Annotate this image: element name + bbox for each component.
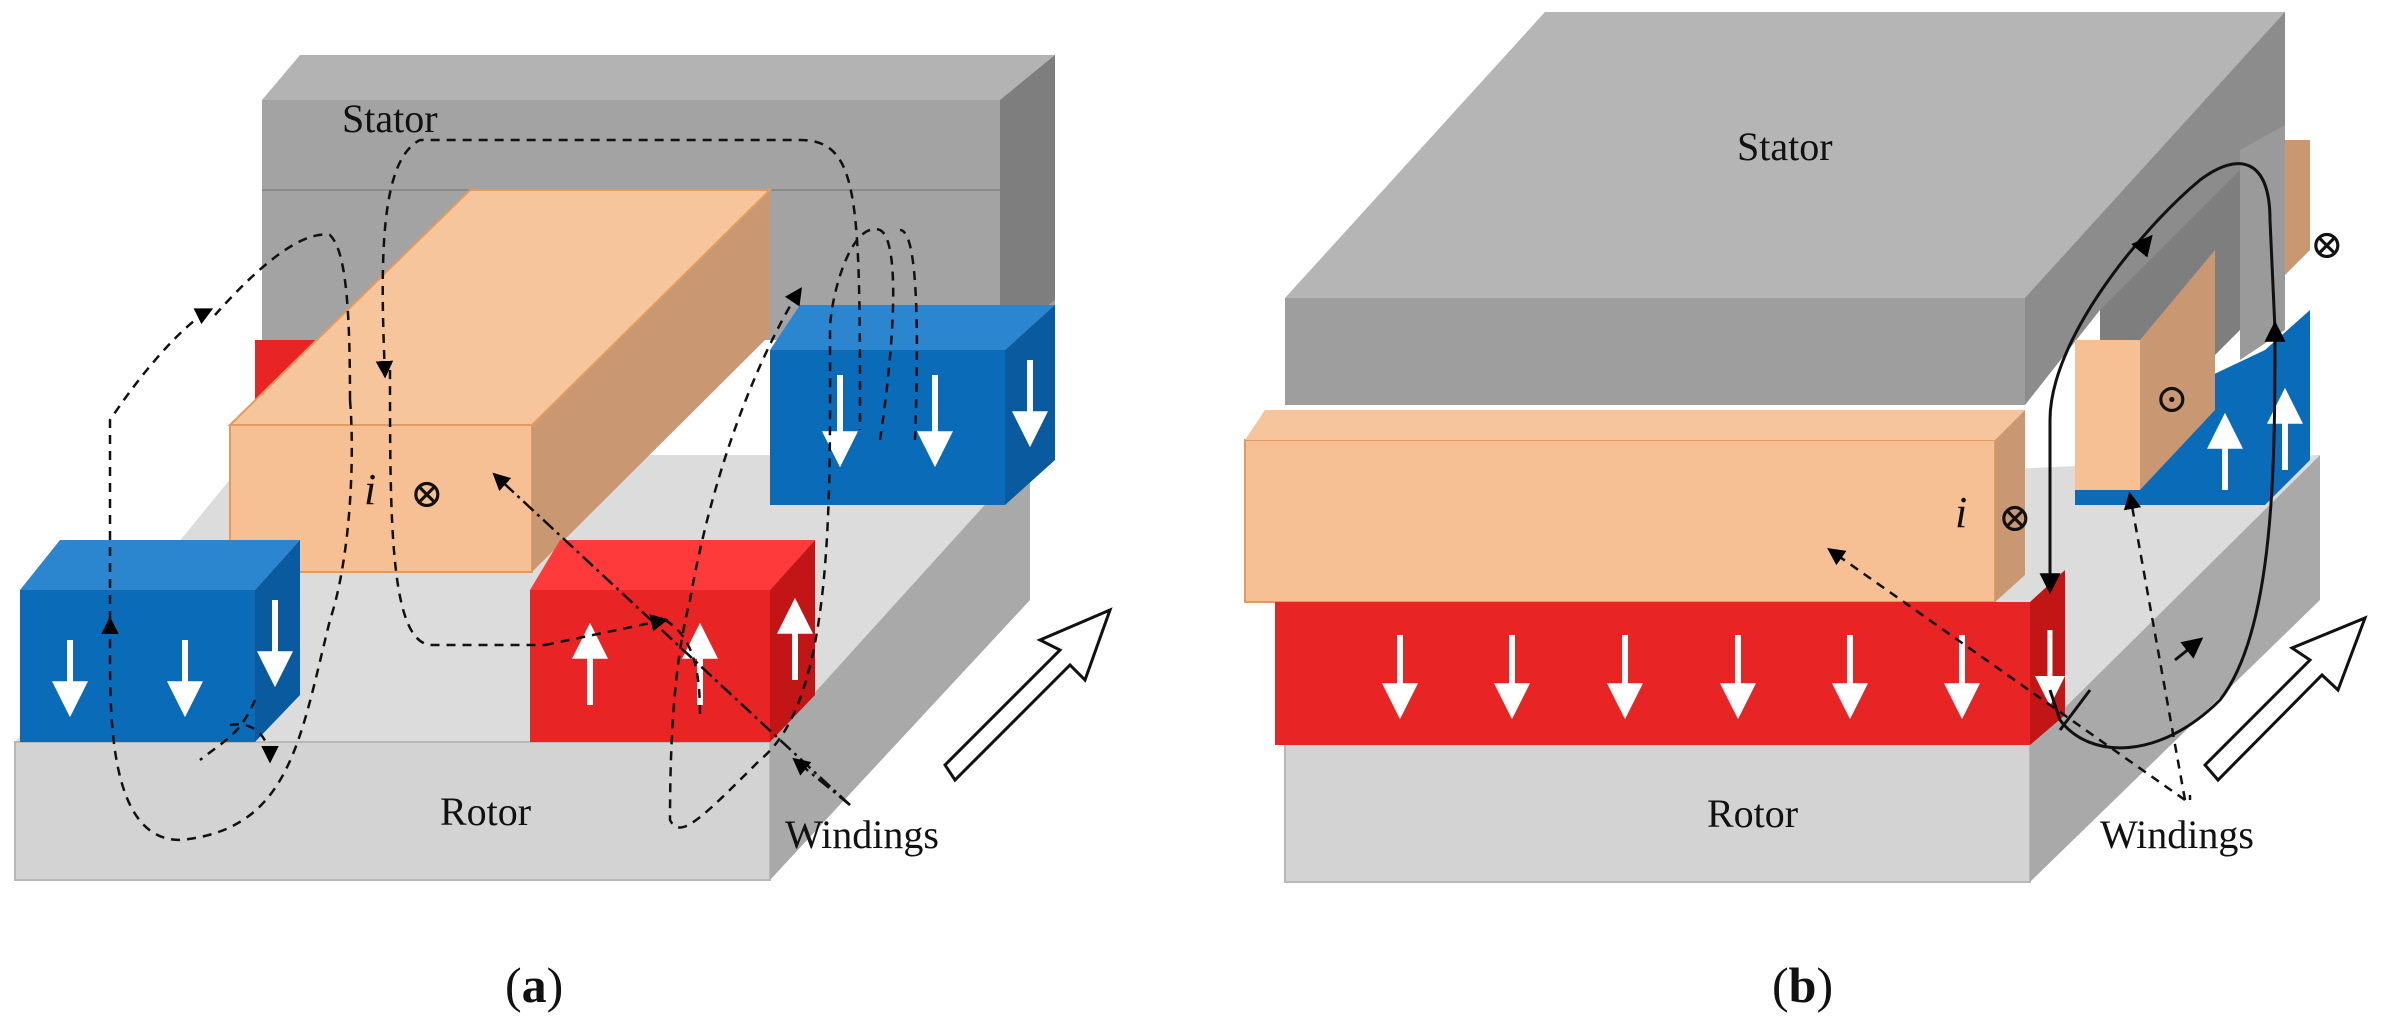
winding-front-b — [1244, 410, 2025, 603]
winding-pointers-a — [492, 472, 851, 806]
flux-paths-a — [101, 138, 919, 842]
caption-b: (b) — [1772, 957, 1833, 1013]
stator-label-a: Stator — [342, 96, 438, 141]
panel-a: Stator Rotor Windings i ⊗ (a) — [14, 55, 1113, 1013]
svg-text:(b): (b) — [1772, 957, 1833, 1013]
rotor-label-b: Rotor — [1707, 791, 1798, 836]
current-into-page-symbol-b: ⊗ — [1998, 495, 2032, 540]
magnet-front-left-blue-a — [20, 540, 300, 742]
motion-arrow-a — [943, 607, 1113, 783]
panel-b: Stator Rotor Windings i ⊗ ⊗ ⊙ (b) — [1244, 12, 2368, 1013]
flux-path-b — [2039, 162, 2286, 750]
current-label-b: i — [1955, 488, 1967, 537]
winding-inner-b — [2075, 250, 2215, 490]
current-into-page-symbol-a: ⊗ — [410, 471, 444, 516]
caption-a: (a) — [505, 957, 563, 1013]
magnet-red-b — [1275, 570, 2065, 745]
windings-label-a: Windings — [785, 812, 939, 857]
magnet-front-red-a — [530, 540, 815, 742]
stator-b — [1285, 12, 2310, 470]
back-into-page-symbol-b: ⊗ — [2310, 222, 2344, 267]
winding-a — [227, 189, 773, 573]
stator-label-b: Stator — [1737, 124, 1833, 169]
motion-arrow-b — [2202, 615, 2368, 783]
rotor-label-a: Rotor — [440, 789, 531, 834]
svg-text:(a): (a) — [505, 957, 563, 1013]
current-out-of-page-symbol-b: ⊙ — [2155, 376, 2189, 421]
windings-label-b: Windings — [2100, 812, 2254, 857]
magnet-back-right-blue-a — [770, 305, 1055, 505]
winding-pointers-b — [1827, 491, 2192, 802]
current-label-a: i — [364, 465, 376, 514]
